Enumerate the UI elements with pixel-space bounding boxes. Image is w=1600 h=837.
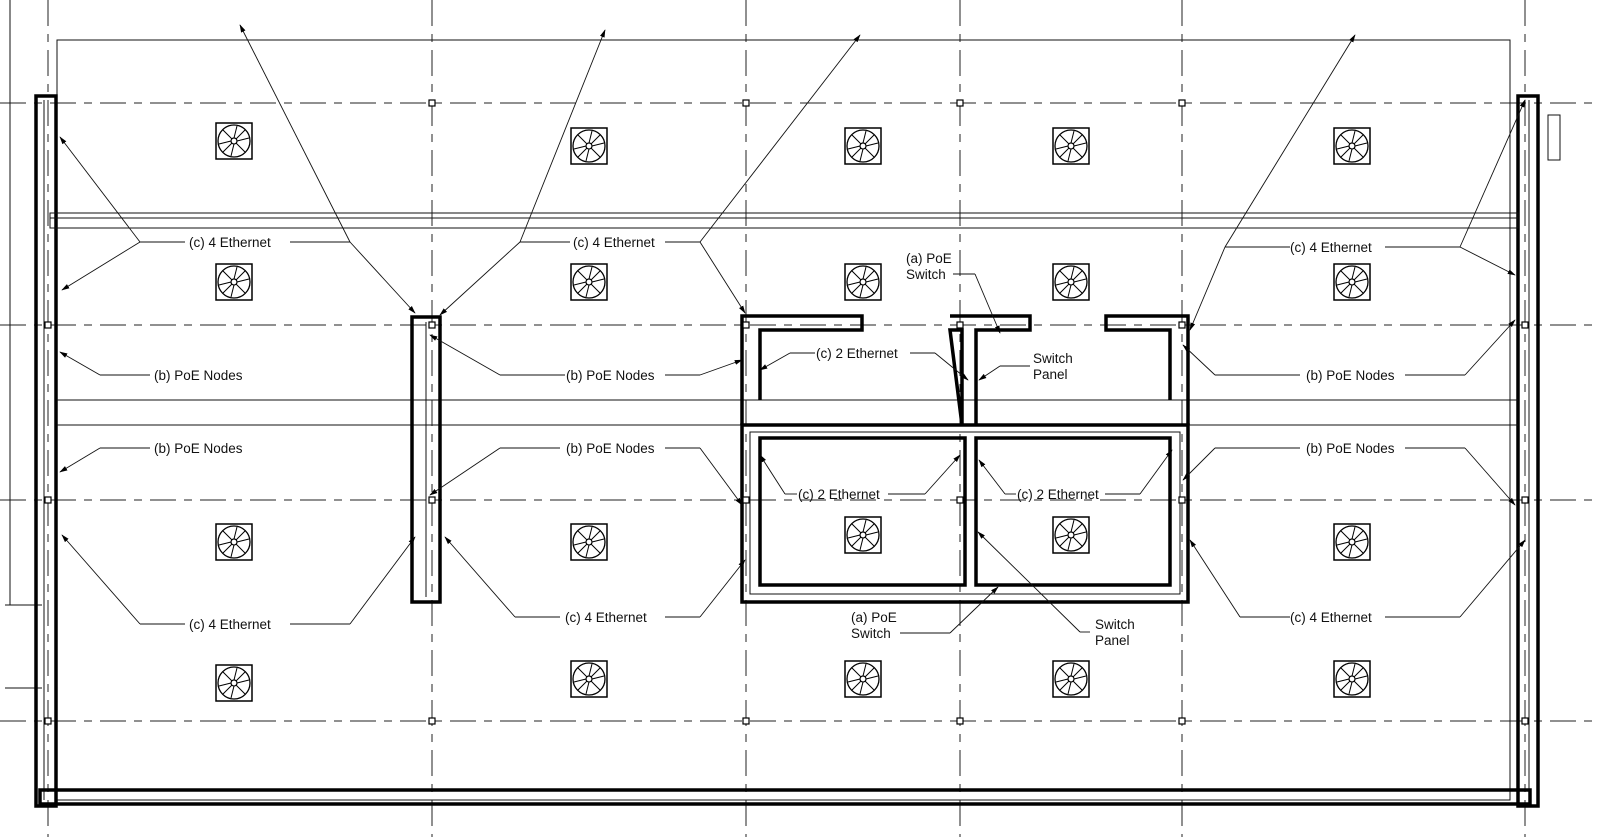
ceiling-fan-icon	[1333, 523, 1371, 561]
label-c-4-ethernet: (c) 4 Ethernet	[1290, 610, 1372, 625]
label-c-4-ethernet: (c) 4 Ethernet	[189, 617, 271, 632]
ceiling-fan-icon	[570, 263, 608, 301]
label-b-poe-nodes: (b) PoE Nodes	[566, 368, 655, 383]
label-b-poe-nodes: (b) PoE Nodes	[154, 441, 243, 456]
label-b-poe-nodes: (b) PoE Nodes	[566, 441, 655, 456]
label-c-4-ethernet: (c) 4 Ethernet	[189, 235, 271, 250]
ceiling-fan-icon	[844, 516, 882, 554]
ceiling-fan-icon	[1052, 660, 1090, 698]
ceiling-fan-icon	[1052, 516, 1090, 554]
callout-labels: (c) 4 Ethernet (c) 4 Ethernet (c) 4 Ethe…	[154, 235, 1395, 648]
ceiling-fan-icon	[570, 127, 608, 165]
ceiling-fan-icon	[215, 523, 253, 561]
building-walls	[5, 0, 1561, 808]
label-c-2-ethernet: (c) 2 Ethernet	[798, 487, 880, 502]
label-a-poe-switch-line2: Switch	[906, 267, 946, 282]
label-a-poe-switch-line1: (a) PoE	[906, 251, 952, 266]
label-c-2-ethernet: (c) 2 Ethernet	[816, 346, 898, 361]
ceiling-fan-icon	[1052, 127, 1090, 165]
ceiling-fan-icon	[570, 660, 608, 698]
label-switch-panel-line1: Switch	[1095, 617, 1135, 632]
ceiling-fan-icon	[570, 523, 608, 561]
ceiling-fan-icon	[215, 664, 253, 702]
ceiling-fan-icon	[1333, 660, 1371, 698]
label-c-2-ethernet: (c) 2 Ethernet	[1017, 487, 1099, 502]
label-switch-panel-line2: Panel	[1033, 367, 1068, 382]
label-b-poe-nodes: (b) PoE Nodes	[1306, 368, 1395, 383]
ceiling-fan-icon	[844, 660, 882, 698]
label-switch-panel-line2: Panel	[1095, 633, 1130, 648]
label-c-4-ethernet: (c) 4 Ethernet	[573, 235, 655, 250]
ceiling-fan-icon	[215, 122, 253, 160]
ceiling-fan-icon	[844, 127, 882, 165]
ceiling-fan-icon	[1052, 263, 1090, 301]
label-c-4-ethernet: (c) 4 Ethernet	[1290, 240, 1372, 255]
label-b-poe-nodes: (b) PoE Nodes	[1306, 441, 1395, 456]
label-b-poe-nodes: (b) PoE Nodes	[154, 368, 243, 383]
label-a-poe-switch-line2: Switch	[851, 626, 891, 641]
ceiling-fan-icon	[1333, 127, 1371, 165]
ceiling-fan-icon	[844, 263, 882, 301]
ceiling-fan-icon	[215, 263, 253, 301]
ceiling-fan-icon	[1333, 263, 1371, 301]
label-a-poe-switch-line1: (a) PoE	[851, 610, 897, 625]
label-c-4-ethernet: (c) 4 Ethernet	[565, 610, 647, 625]
ceiling-fans	[215, 122, 1371, 702]
label-switch-panel-line1: Switch	[1033, 351, 1073, 366]
leader-lines	[59, 24, 1526, 634]
